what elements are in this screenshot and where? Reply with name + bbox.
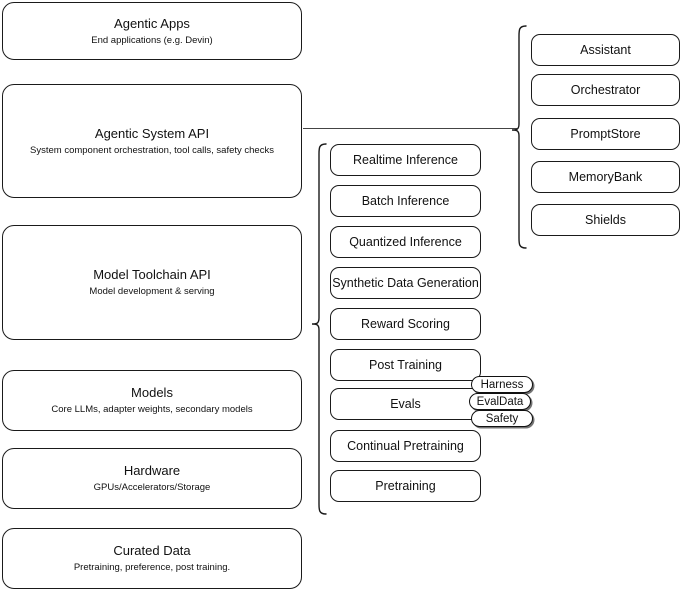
evals-capsule-label-evaldata: EvalData — [476, 395, 524, 408]
system-label-memorybank: MemoryBank — [568, 170, 643, 184]
toolchain-label-evals: Evals — [390, 397, 421, 411]
system-label-orchestrator: Orchestrator — [570, 83, 641, 97]
layer-text-model-toolchain-api: Model Toolchain API Model development & … — [89, 267, 214, 298]
layer-title-curated-data: Curated Data — [113, 543, 191, 558]
layer-title-models: Models — [131, 385, 173, 400]
layer-subtitle-models: Core LLMs, adapter weights, secondary mo… — [51, 404, 253, 415]
toolchain-label-post-training: Post Training — [369, 358, 442, 372]
evals-capsule-harness[interactable]: Harness — [471, 376, 533, 393]
system-box-assistant[interactable]: Assistant — [531, 34, 680, 66]
layer-box-hardware[interactable]: Hardware GPUs/Accelerators/Storage — [2, 448, 302, 509]
brace-system-components — [510, 24, 528, 250]
layer-box-model-toolchain-api[interactable]: Model Toolchain API Model development & … — [2, 225, 302, 340]
system-box-promptstore[interactable]: PromptStore — [531, 118, 680, 150]
evals-capsule-safety[interactable]: Safety — [471, 410, 533, 427]
evals-capsule-evaldata[interactable]: EvalData — [469, 393, 531, 410]
toolchain-label-pretraining: Pretraining — [375, 479, 436, 493]
layer-title-agentic-apps: Agentic Apps — [114, 15, 190, 31]
evals-capsule-label-safety: Safety — [485, 412, 519, 425]
toolchain-box-post-training[interactable]: Post Training — [330, 349, 481, 381]
toolchain-box-pretraining[interactable]: Pretraining — [330, 470, 481, 502]
layer-text-agentic-system-api: Agentic System API System component orch… — [30, 126, 274, 157]
layer-subtitle-model-toolchain-api: Model development & serving — [89, 286, 215, 297]
layer-subtitle-curated-data: Pretraining, preference, post training. — [73, 562, 231, 573]
layer-subtitle-agentic-apps: End applications (e.g. Devin) — [91, 34, 213, 46]
system-box-shields[interactable]: Shields — [531, 204, 680, 236]
layer-text-models: Models Core LLMs, adapter weights, secon… — [51, 385, 252, 416]
toolchain-box-batch-inference[interactable]: Batch Inference — [330, 185, 481, 217]
toolchain-label-batch-inference: Batch Inference — [361, 194, 450, 208]
toolchain-box-synthetic-data-generation[interactable]: Synthetic Data Generation — [330, 267, 481, 299]
layer-box-curated-data[interactable]: Curated Data Pretraining, preference, po… — [2, 528, 302, 589]
toolchain-box-quantized-inference[interactable]: Quantized Inference — [330, 226, 481, 258]
system-label-shields: Shields — [585, 213, 626, 227]
layer-box-models[interactable]: Models Core LLMs, adapter weights, secon… — [2, 370, 302, 431]
system-label-assistant: Assistant — [580, 43, 631, 57]
layer-title-hardware: Hardware — [123, 463, 181, 478]
toolchain-box-continual-pretraining[interactable]: Continual Pretraining — [330, 430, 481, 462]
evals-capsule-label-harness: Harness — [480, 378, 524, 391]
toolchain-label-reward-scoring: Reward Scoring — [361, 317, 450, 331]
brace-toolchain-components — [310, 142, 328, 516]
connector-line-system-api — [303, 128, 517, 130]
layer-text-hardware: Hardware GPUs/Accelerators/Storage — [94, 463, 211, 494]
toolchain-box-evals[interactable]: Evals — [330, 388, 481, 420]
layer-text-agentic-apps: Agentic Apps End applications (e.g. Devi… — [91, 16, 212, 47]
toolchain-box-reward-scoring[interactable]: Reward Scoring — [330, 308, 481, 340]
layer-subtitle-agentic-system-api: System component orchestration, tool cal… — [30, 144, 274, 156]
layer-title-agentic-system-api: Agentic System API — [94, 125, 210, 141]
layer-box-agentic-apps[interactable]: Agentic Apps End applications (e.g. Devi… — [2, 2, 302, 60]
layer-title-model-toolchain-api: Model Toolchain API — [93, 267, 211, 282]
layer-box-agentic-system-api[interactable]: Agentic System API System component orch… — [2, 84, 302, 198]
system-box-orchestrator[interactable]: Orchestrator — [531, 74, 680, 106]
toolchain-label-realtime-inference: Realtime Inference — [353, 153, 458, 167]
layer-text-curated-data: Curated Data Pretraining, preference, po… — [74, 543, 230, 574]
toolchain-label-continual-pretraining: Continual Pretraining — [347, 439, 464, 453]
toolchain-box-realtime-inference[interactable]: Realtime Inference — [330, 144, 481, 176]
system-box-memorybank[interactable]: MemoryBank — [531, 161, 680, 193]
layer-subtitle-hardware: GPUs/Accelerators/Storage — [93, 482, 211, 493]
toolchain-label-synthetic-data-generation: Synthetic Data Generation — [332, 276, 479, 290]
toolchain-label-quantized-inference: Quantized Inference — [349, 235, 462, 249]
system-label-promptstore: PromptStore — [570, 127, 641, 141]
